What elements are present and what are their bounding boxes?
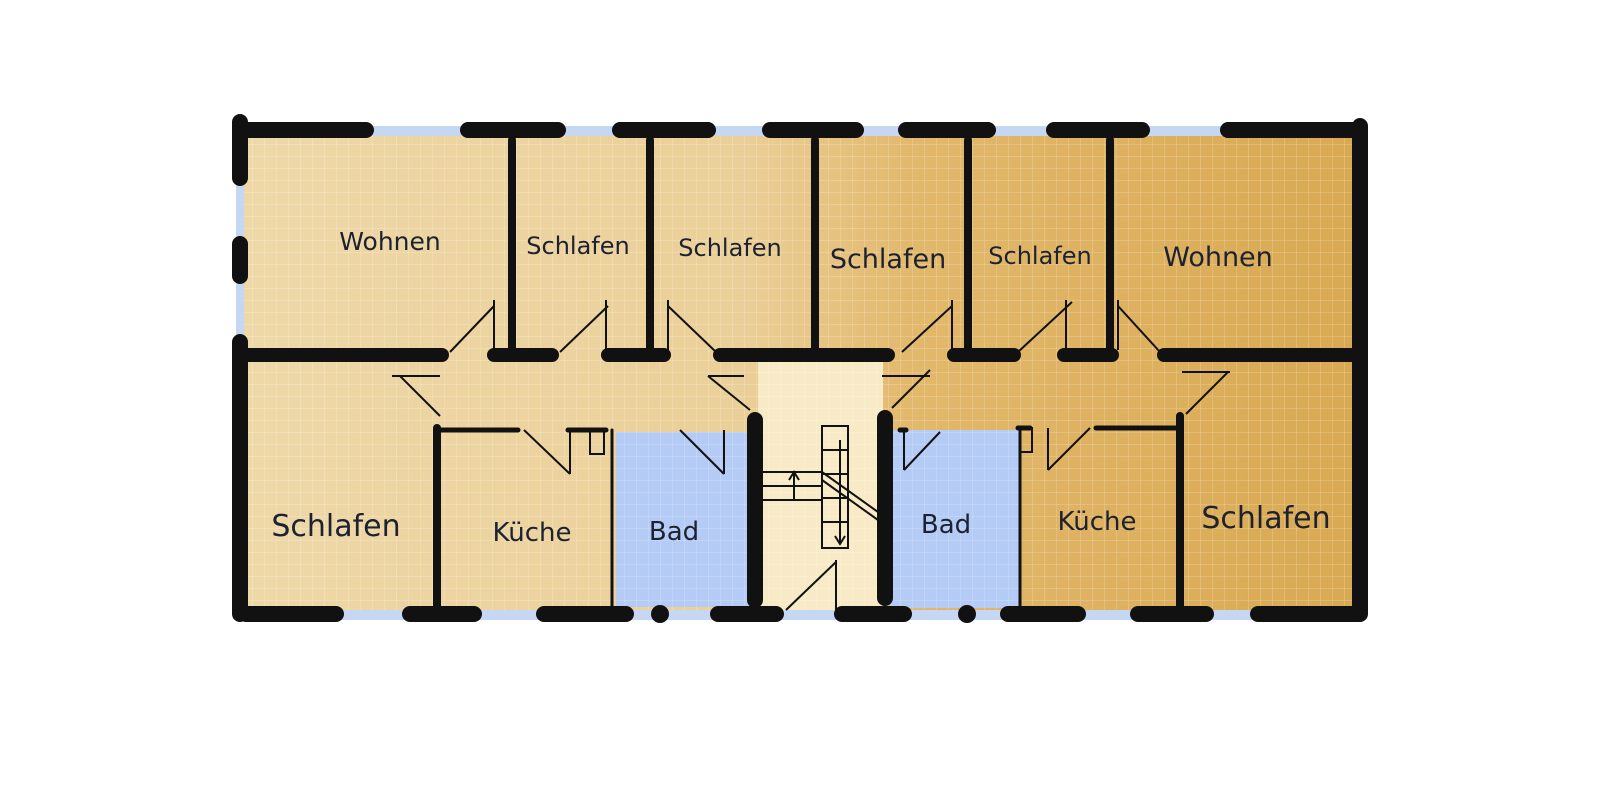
room-label-schlafen-4: Schlafen xyxy=(988,242,1091,270)
room-label-bad-right: Bad xyxy=(921,510,971,540)
interior-walls xyxy=(433,136,1184,612)
room-label-schlafen-bottom-right: Schlafen xyxy=(1201,501,1330,536)
room-label-schlafen-1: Schlafen xyxy=(526,232,629,260)
room-label-wohnen-right: Wohnen xyxy=(1163,242,1273,273)
pillar xyxy=(651,605,669,623)
room-labels: Wohnen Schlafen Schlafen Schlafen Schlaf… xyxy=(271,227,1330,548)
room-label-wohnen-left: Wohnen xyxy=(339,227,440,256)
pillar xyxy=(958,605,976,623)
door-swings xyxy=(392,300,1230,611)
floor-tiles xyxy=(244,136,1354,610)
room-label-bad-left: Bad xyxy=(649,517,699,547)
room-label-schlafen-3: Schlafen xyxy=(830,244,946,275)
room-label-kueche-left: Küche xyxy=(492,518,571,548)
outer-walls xyxy=(232,114,1368,622)
stairwell-walls xyxy=(747,410,893,608)
room-label-kueche-right: Küche xyxy=(1057,507,1136,537)
room-label-schlafen-bottom-left: Schlafen xyxy=(271,509,400,544)
room-label-schlafen-2: Schlafen xyxy=(678,234,781,262)
staircase xyxy=(762,425,879,549)
